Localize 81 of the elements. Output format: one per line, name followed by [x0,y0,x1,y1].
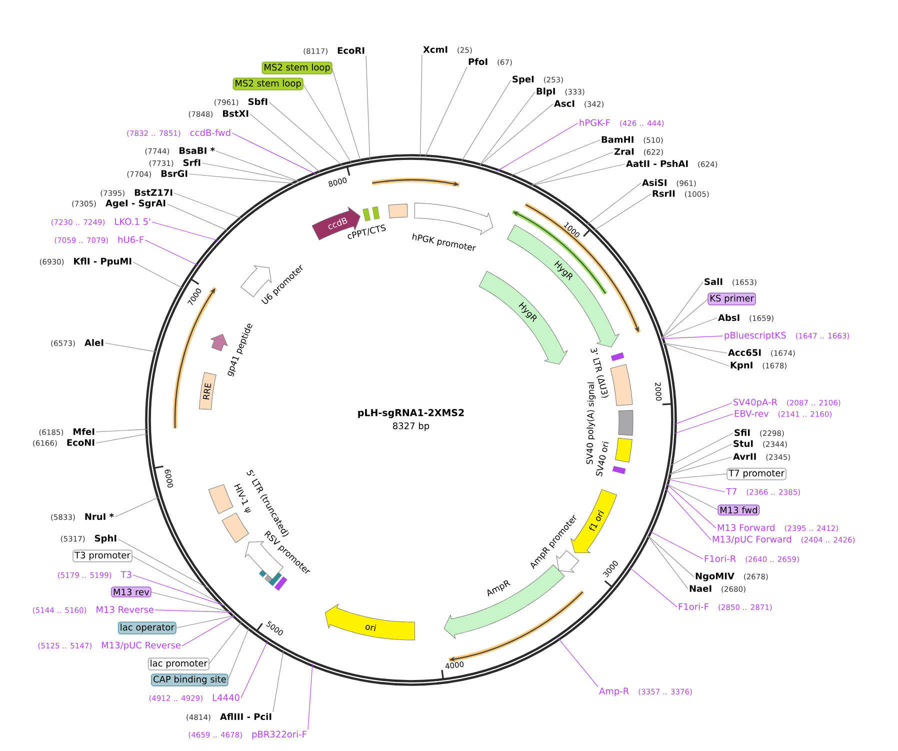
leader-line [166,204,229,232]
leader-line [366,55,370,161]
feature-label: lac operator [118,622,176,634]
leader-line [132,574,226,606]
leader-line [174,192,242,219]
leader-line [666,478,726,492]
leader-line [96,428,148,432]
feature-label: lac promoter [148,658,210,670]
leader-line [660,336,724,340]
leader-line [628,566,678,608]
leader-line [662,342,730,366]
leader-line [496,122,578,172]
leader-line [662,342,728,354]
leader-line [593,194,652,232]
leader-line [530,164,626,186]
leader-line [660,282,704,340]
feature-label: KS primer [708,292,756,306]
gene-feature: ori [324,604,416,640]
leader-line [150,592,232,613]
leader-line [478,104,554,166]
leader-line [176,615,236,628]
leader-line [250,114,322,174]
leader-line [674,402,732,425]
leader-line [586,182,642,225]
leader-line [424,66,468,158]
leader-line [664,488,712,540]
leader-line [460,80,512,162]
leader-line [114,496,160,518]
leader-line [268,102,344,166]
leader-line [308,664,313,730]
leader-line [302,84,352,164]
leader-line [647,534,694,578]
leader-line [104,342,158,352]
leader-line [332,68,362,162]
leader-line [132,556,226,606]
feature-box: RRE [199,372,216,410]
leader-line [668,444,732,475]
leader-line [660,318,718,340]
leader-line [673,414,734,434]
leader-line [478,92,536,166]
leader-line [649,530,704,560]
leader-line [96,433,149,444]
leader-line [228,626,250,680]
leader-line [144,240,199,266]
feature-label: T7 promoter [726,468,786,480]
feature-label: T3 promoter [72,550,132,562]
leader-line [202,162,300,182]
leader-line [666,483,716,528]
leader-line [216,150,300,182]
leader-line [152,222,219,241]
feature-box: HIV-1 ψ [222,484,251,543]
node-label: HIV-1 ψ [234,484,251,513]
leader-line [509,140,600,176]
feature-box: SV40 ori [596,438,632,476]
leader-line [530,152,614,186]
leader-line [272,650,284,712]
feature-label: MS2 stem loop [232,78,304,90]
leader-line [182,615,236,646]
leader-line [420,54,422,158]
leader-line [132,262,184,289]
leader-line [208,621,242,664]
leader-line [668,456,732,475]
feature-label: M13 rev [111,586,152,598]
leader-line [188,174,296,184]
leader-line [647,534,688,590]
feature-label: CAP binding site [151,674,228,686]
leader-line [558,638,598,688]
node-label: SV40 ori [596,441,609,476]
leader-line [670,432,734,466]
leader-line [240,640,268,698]
leader-line [118,538,210,590]
leader-line [154,610,232,613]
leader-line [232,132,318,175]
leader-line [666,474,728,480]
gene-feature: hPGK promoter [412,202,494,251]
leader-line [660,298,708,340]
feature-label: MS2 stem loop [262,62,332,74]
node-label: hPGK promoter [412,233,476,251]
node-label: SV40 poly(A) signal [586,382,596,464]
leader-line [666,483,718,510]
feature-label: M13 fwd [718,504,760,516]
